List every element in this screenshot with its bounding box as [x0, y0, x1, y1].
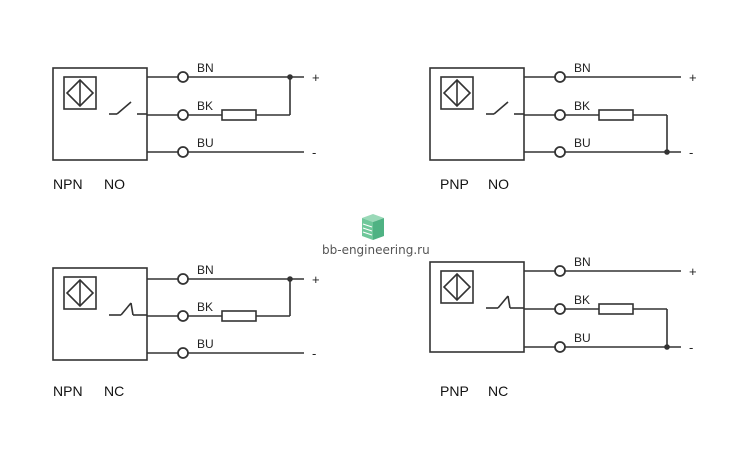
- plus-sign: +: [689, 264, 697, 279]
- sensor-symbol-icon: [63, 276, 97, 310]
- plus-sign: +: [312, 272, 320, 287]
- terminal-icon: [177, 109, 189, 121]
- terminal-icon: [554, 303, 566, 315]
- wire-label-bn: BN: [574, 61, 591, 75]
- wire-bk: BK: [147, 99, 290, 121]
- wire-bu: BU -: [524, 331, 693, 355]
- nc-contact-icon: [486, 295, 524, 309]
- plus-sign: +: [312, 70, 320, 85]
- contact-type-label: NC: [488, 383, 508, 399]
- junction-dot: [664, 344, 670, 350]
- load-resistor-icon: [221, 109, 257, 121]
- plus-sign: +: [689, 70, 697, 85]
- terminal-icon: [177, 310, 189, 322]
- output-type-label: PNP: [440, 383, 469, 399]
- terminal-icon: [177, 71, 189, 83]
- output-type-label: PNP: [440, 176, 469, 192]
- wire-label-bk: BK: [574, 99, 590, 113]
- terminal-icon: [554, 109, 566, 121]
- sensor-box: [52, 267, 148, 361]
- wire-bu: BU -: [147, 337, 316, 361]
- terminal-icon: [177, 347, 189, 359]
- sensor-box: [52, 67, 148, 161]
- minus-sign: -: [689, 340, 693, 355]
- watermark-logo-icon: [362, 214, 384, 240]
- watermark-text: bb-engineering.ru: [322, 243, 430, 257]
- wire-bk: BK: [524, 293, 667, 315]
- terminal-icon: [554, 341, 566, 353]
- load-resistor-icon: [221, 310, 257, 322]
- terminal-icon: [554, 265, 566, 277]
- wire-bu: BU -: [524, 136, 693, 160]
- junction-dot: [287, 276, 293, 282]
- wire-label-bn: BN: [197, 61, 214, 75]
- minus-sign: -: [312, 145, 316, 160]
- diagram-pnp-no: BN + BK BU - PNP NO: [429, 61, 697, 192]
- wire-bn: BN +: [147, 61, 320, 85]
- contact-type-label: NO: [104, 176, 125, 192]
- diagram-pnp-nc: BN + BK BU - PNP NC: [429, 255, 697, 399]
- wire-label-bk: BK: [197, 300, 213, 314]
- terminal-icon: [554, 71, 566, 83]
- terminal-icon: [177, 146, 189, 158]
- wire-label-bu: BU: [197, 136, 214, 150]
- diagram-npn-nc: BN + BK BU - NPN NC: [52, 263, 320, 399]
- nc-contact-icon: [109, 302, 147, 316]
- output-type-label: NPN: [53, 383, 83, 399]
- terminal-icon: [554, 146, 566, 158]
- wire-label-bu: BU: [574, 331, 591, 345]
- sensor-box: [429, 67, 525, 161]
- minus-sign: -: [312, 346, 316, 361]
- wire-bk: BK: [147, 300, 290, 322]
- contact-type-label: NC: [104, 383, 124, 399]
- minus-sign: -: [689, 145, 693, 160]
- wire-label-bk: BK: [197, 99, 213, 113]
- junction-dot: [287, 74, 293, 80]
- load-resistor-icon: [598, 109, 634, 121]
- terminal-icon: [177, 273, 189, 285]
- output-type-label: NPN: [53, 176, 83, 192]
- sensor-box: [429, 261, 525, 353]
- wire-label-bk: BK: [574, 293, 590, 307]
- wire-bn: BN +: [524, 61, 697, 85]
- wire-bk: BK: [524, 99, 667, 121]
- diagram-npn-no: BN + BK BU - NPN NO: [52, 61, 320, 192]
- contact-type-label: NO: [488, 176, 509, 192]
- wire-bu: BU -: [147, 136, 316, 160]
- junction-dot: [664, 149, 670, 155]
- wire-label-bu: BU: [197, 337, 214, 351]
- wire-bn: BN +: [524, 255, 697, 279]
- sensor-symbol-icon: [63, 76, 97, 110]
- sensor-symbol-icon: [440, 270, 474, 304]
- no-contact-icon: [486, 101, 524, 115]
- wire-label-bn: BN: [574, 255, 591, 269]
- load-resistor-icon: [598, 303, 634, 315]
- wire-bn: BN +: [147, 263, 320, 287]
- sensor-symbol-icon: [440, 76, 474, 110]
- watermark: bb-engineering.ru: [322, 214, 430, 257]
- no-contact-icon: [109, 101, 147, 115]
- wire-label-bu: BU: [574, 136, 591, 150]
- wire-label-bn: BN: [197, 263, 214, 277]
